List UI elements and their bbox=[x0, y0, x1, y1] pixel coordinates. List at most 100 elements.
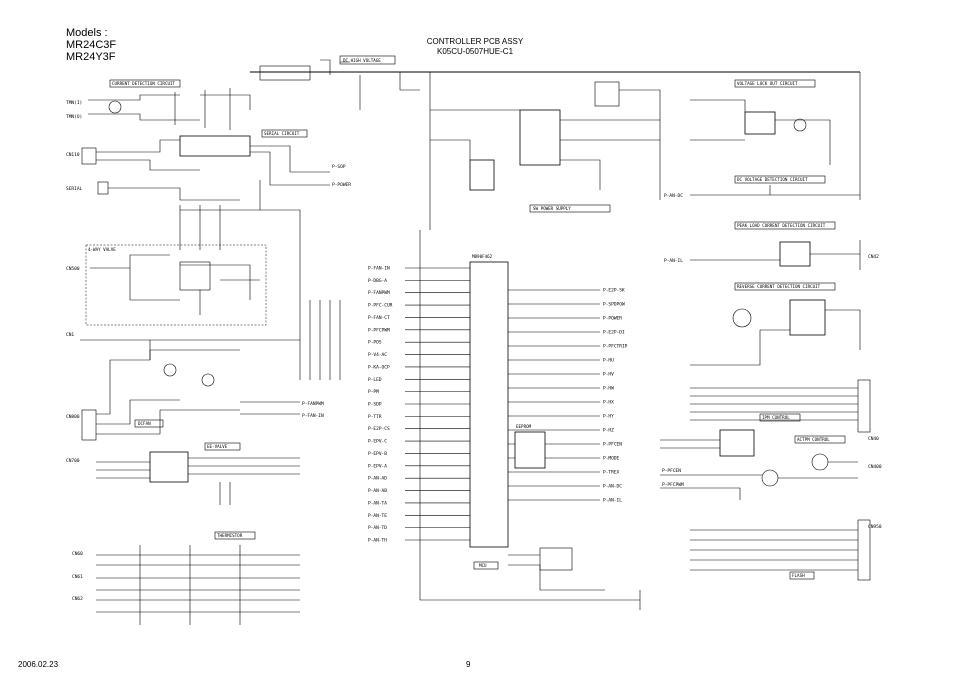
hy-out-wires bbox=[250, 145, 330, 186]
hy-ic bbox=[179, 135, 251, 157]
dc-fan-title-box bbox=[134, 419, 164, 428]
mcu-left-pin-label: P-PFCPWM bbox=[368, 327, 390, 333]
reverse-current-wires bbox=[690, 309, 861, 366]
mcu-right-pin-label: P-AN-DC bbox=[603, 484, 622, 490]
mcu-right-pin-label: P-SPDPOW bbox=[603, 302, 625, 308]
an-il-label: P-AN-IL bbox=[664, 258, 683, 264]
mcu-right-pin-label: P-MODE bbox=[603, 456, 620, 462]
mcu-right-pin-label: P-HZ bbox=[603, 428, 614, 434]
flash-title-box bbox=[789, 571, 815, 580]
dc-fan-label: DCFAN bbox=[138, 421, 151, 426]
mcu-chip bbox=[469, 261, 509, 548]
peak-load-opamp bbox=[779, 241, 811, 267]
peak-load-label: PEAK LOAD CURRENT DETECTION CIRCUIT bbox=[737, 223, 826, 228]
mcu-left-pin-label: P-AN-TA bbox=[368, 500, 387, 506]
power-label: P-POWER bbox=[332, 182, 351, 188]
mcu-right-pin-label: P-HU bbox=[603, 358, 614, 364]
regulator-block bbox=[594, 81, 620, 107]
mcu-left-pin-label: P-LED bbox=[368, 377, 382, 383]
mcu-left-pin-label: P-FAN-IN bbox=[368, 266, 390, 272]
mcu-title-box bbox=[473, 561, 499, 570]
serial-bus bbox=[179, 205, 221, 250]
peak-load-wires bbox=[690, 240, 861, 270]
sw-power-wires bbox=[430, 109, 660, 190]
mcu-label: MCU bbox=[479, 563, 487, 568]
dc-voltage-title-box bbox=[734, 175, 826, 184]
serial-connector bbox=[97, 181, 109, 195]
thermistor-title-box bbox=[214, 531, 256, 540]
ee-valve-driver-ic bbox=[149, 451, 189, 483]
mcu-right-pin-label: P-HV bbox=[603, 372, 614, 378]
sw-power-title-box bbox=[529, 204, 611, 213]
sw-power-label: SW POWER SUPPLY bbox=[533, 206, 571, 211]
cn950-label: CN950 bbox=[868, 524, 882, 530]
bus-link bbox=[260, 209, 301, 300]
cn40-connector bbox=[857, 379, 871, 433]
voltage-lockout-label: VOLTAGE LOCK OUT CIRCUIT bbox=[737, 81, 798, 86]
ipm-control-label: IPM CONTROL bbox=[762, 415, 790, 420]
four-way-valve-box bbox=[85, 244, 267, 326]
mcu-left-pin-label: P-AN-AD bbox=[368, 476, 387, 482]
dc-high-voltage-block bbox=[339, 55, 396, 65]
lockout-wires bbox=[690, 72, 861, 200]
model-2: MR24Y3F bbox=[66, 51, 116, 63]
cn61-label: CN61 bbox=[72, 574, 83, 580]
dc-high-voltage-label: DC HIGH VOLTAGE bbox=[343, 58, 381, 63]
mcu-right-pin-label: P-E2P-DI bbox=[603, 330, 625, 336]
lockout-transistor bbox=[793, 118, 807, 132]
ee-valve-title-box bbox=[204, 442, 241, 451]
cn40-label: CN40 bbox=[868, 436, 879, 442]
serial-out-label: P-SOP bbox=[332, 164, 346, 170]
pfcpwm-label: P-PFCPWM bbox=[662, 482, 684, 488]
mcu-left-pin-label: P-POS bbox=[368, 340, 382, 346]
mcu-left-pin-label: P-AN-TE bbox=[368, 513, 387, 519]
serial-connector-label: SERIAL bbox=[66, 186, 83, 192]
fan-in-label: P-FAN-IN bbox=[302, 413, 324, 419]
serial-wires bbox=[108, 180, 261, 211]
mcu-left-pin-label: P-PFC-CUR bbox=[368, 303, 393, 309]
fan-pwm-label: P-FANPWM bbox=[302, 401, 324, 407]
mcu-part-label: MB90F462 bbox=[472, 254, 493, 259]
mcu-left-pin-label: P-AN-TH bbox=[368, 538, 387, 544]
ipm-control-wires bbox=[660, 439, 720, 449]
footer-date: 2006.02.23 bbox=[18, 660, 59, 669]
hv-wires bbox=[359, 72, 431, 230]
an-dc-label: P-AN-DC bbox=[664, 193, 683, 199]
reverse-current-transistor bbox=[732, 308, 752, 328]
dc-voltage-label: DC VOLTAGE DETECTION CIRCUIT bbox=[737, 177, 808, 182]
mcu-right-pins: P-E2P-SKP-SPDPOWP-POWERP-E2P-DIP-PFCTRIP… bbox=[508, 288, 628, 504]
actpm-transistor-1 bbox=[761, 469, 779, 487]
title-line-1: CONTROLLER PCB ASSY bbox=[426, 37, 524, 46]
schematic-title: CONTROLLER PCB ASSY K05CU-0507HUE-C1 bbox=[400, 37, 550, 57]
thermistor-wires bbox=[96, 554, 300, 613]
bus-lines bbox=[299, 300, 341, 380]
cn400-label: CN400 bbox=[868, 464, 882, 470]
tm-in2-label: TMN(O) bbox=[66, 114, 82, 120]
mcu-left-pin-label: P-AN-AB bbox=[368, 488, 387, 494]
footer-page: 9 bbox=[466, 660, 471, 669]
serial-title-box bbox=[261, 129, 308, 138]
cn62-label: CN62 bbox=[72, 596, 83, 602]
cn42-label: CN42 bbox=[868, 254, 879, 260]
reverse-current-ic bbox=[789, 299, 826, 336]
relay-block bbox=[179, 261, 211, 291]
ipm-control-title-box bbox=[759, 413, 801, 422]
title-line-2: K05CU-0507HUE-C1 bbox=[436, 47, 514, 56]
ee-valve-supply bbox=[219, 482, 231, 505]
sw-power-ic bbox=[519, 109, 561, 166]
actpm-control-label: ACTPM CONTROL bbox=[797, 437, 830, 442]
cn700-label: CN700 bbox=[66, 458, 80, 464]
regulator-out bbox=[619, 89, 661, 200]
mcu-left-pin-label: P-V4-AC bbox=[368, 352, 387, 358]
mcu-left-pin-label: P-DBG-A bbox=[368, 278, 387, 284]
eeprom-label: EEPROM bbox=[516, 424, 532, 429]
actpm-wires bbox=[660, 461, 858, 500]
dc-high-volt-fuse bbox=[320, 59, 350, 75]
reverse-current-title-box bbox=[734, 282, 836, 291]
mcu-right-pin-label: P-E2P-SK bbox=[603, 288, 625, 294]
cn110-connector bbox=[81, 147, 97, 165]
models-header: Models : MR24C3F MR24Y3F bbox=[66, 27, 116, 63]
current-detection-title-box bbox=[109, 79, 181, 88]
thermistor-label: THERMISTOR bbox=[217, 533, 243, 538]
